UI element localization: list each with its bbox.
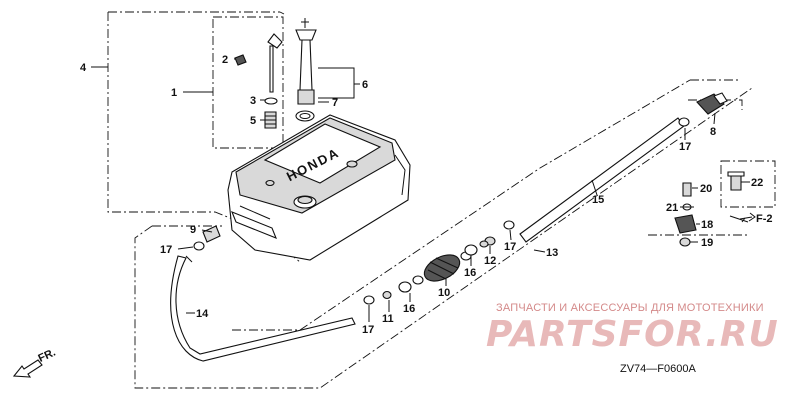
front-arrow: FR. bbox=[12, 347, 58, 378]
group-outline-tank bbox=[107, 11, 301, 263]
callout-20: 20 bbox=[700, 183, 712, 195]
callout-2: 2 bbox=[222, 54, 228, 66]
callout-16-left: 16 bbox=[403, 303, 415, 315]
callout-8: 8 bbox=[710, 126, 716, 138]
callout-15: 15 bbox=[592, 194, 604, 206]
callout-4: 4 bbox=[80, 62, 87, 74]
callout-17-left: 17 bbox=[160, 244, 172, 256]
callout-14: 14 bbox=[196, 308, 209, 320]
primer-bulb-assembly bbox=[363, 220, 515, 305]
fuel-line-14 bbox=[170, 255, 356, 362]
callout-18: 18 bbox=[701, 219, 713, 231]
callout-9: 9 bbox=[190, 224, 196, 236]
f2-reference: F-2 bbox=[739, 212, 773, 225]
watermark-tagline: ЗАПЧАСТИ И АКСЕССУАРЫ ДЛЯ МОТОТЕХНИКИ bbox=[496, 302, 764, 314]
gauge-parts bbox=[234, 18, 317, 129]
group-outline-lines bbox=[134, 79, 753, 389]
callout-17-mid: 17 bbox=[504, 241, 516, 253]
connector-8 bbox=[678, 92, 728, 127]
callout-17-bottom: 17 bbox=[362, 324, 374, 336]
callout-3: 3 bbox=[250, 95, 256, 107]
f2-label: F-2 bbox=[756, 213, 773, 225]
joint-parts bbox=[674, 171, 745, 247]
watermark-brand: PARTSFOR.RU bbox=[486, 314, 779, 355]
left-fittings bbox=[193, 225, 221, 251]
callout-1: 1 bbox=[171, 87, 177, 99]
callout-11: 11 bbox=[382, 313, 394, 325]
callout-12: 12 bbox=[484, 255, 496, 267]
fuel-line-15 bbox=[519, 117, 685, 243]
group-outline-connector bbox=[648, 99, 748, 236]
callout-10: 10 bbox=[438, 287, 450, 299]
callout-16-right: 16 bbox=[464, 267, 476, 279]
callout-5: 5 bbox=[250, 115, 256, 127]
group-outline-small-parts bbox=[720, 160, 776, 208]
front-label: FR. bbox=[36, 347, 57, 365]
callout-17-right: 17 bbox=[679, 141, 691, 153]
callout-7: 7 bbox=[332, 97, 338, 109]
callout-22: 22 bbox=[751, 177, 763, 189]
callout-6: 6 bbox=[362, 79, 368, 91]
callout-21: 21 bbox=[666, 202, 678, 214]
callout-labels: 1 2 3 4 5 6 7 8 9 10 11 12 13 14 15 16 1… bbox=[80, 54, 763, 336]
diagram-code: ZV74—F0600A bbox=[620, 363, 696, 375]
callout-13: 13 bbox=[546, 247, 558, 259]
fuel-tank: HONDA bbox=[227, 114, 411, 261]
callout-19: 19 bbox=[701, 237, 713, 249]
